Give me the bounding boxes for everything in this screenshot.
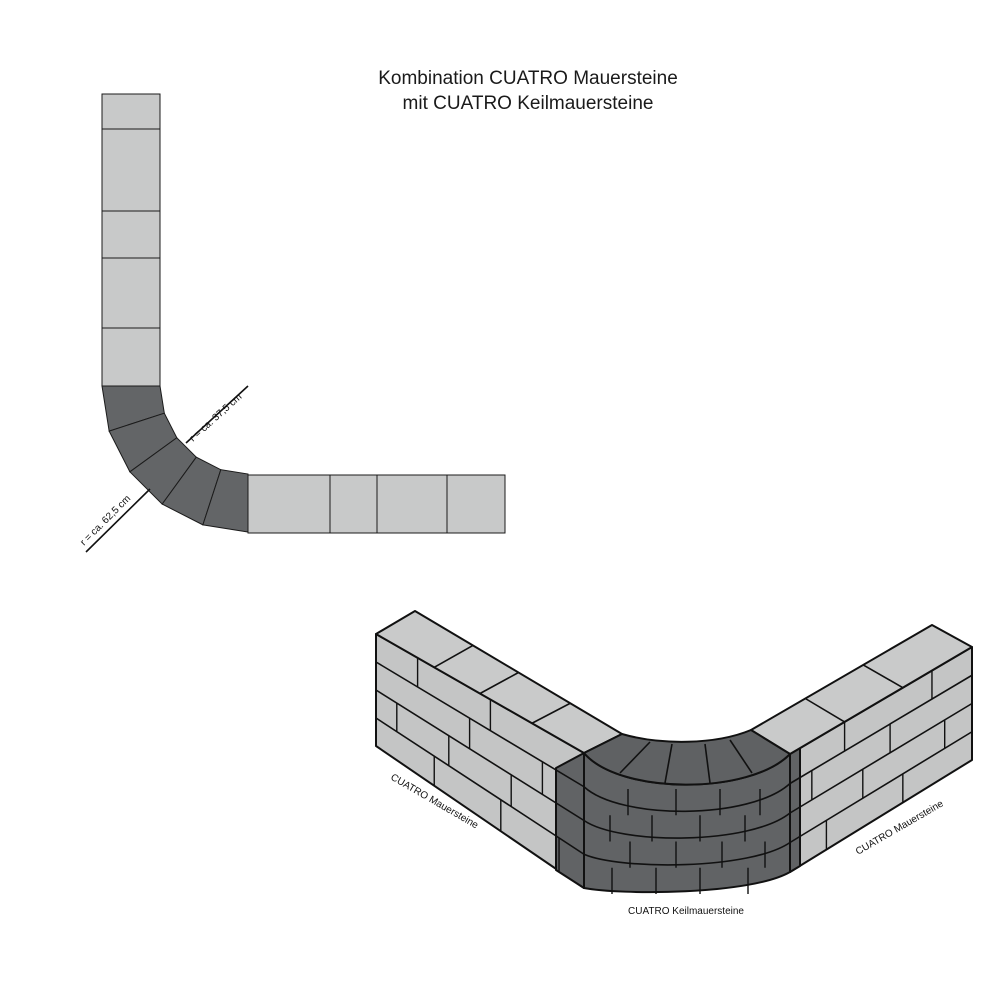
- plan-block: [101, 210, 161, 259]
- radius-inner-label: r = ca. 37,5 cm: [188, 392, 245, 445]
- left-top-joint: [433, 644, 474, 669]
- wall-curve-top: [583, 729, 791, 786]
- right-top-joint: [804, 697, 846, 723]
- curve-course-line: [583, 782, 791, 813]
- right-course-line: [789, 674, 973, 785]
- radius-outer-label: r = ca. 62,5 cm: [78, 493, 133, 548]
- plan-block: [376, 474, 448, 534]
- plan-block: [247, 474, 331, 534]
- left-top-joint: [531, 702, 571, 724]
- title-line-1: Kombination CUATRO Mauersteine: [378, 68, 678, 89]
- plan-block: [101, 128, 161, 212]
- left-course-line: [375, 661, 585, 788]
- curve-course-line: [583, 841, 791, 866]
- plan-horizontal-mauersteine: [247, 474, 506, 534]
- wall-label-center: CUATRO Keilmauersteine: [628, 906, 744, 917]
- radius-outer-line: [85, 488, 151, 553]
- curve-course-line: [583, 812, 791, 839]
- left-course-line: [375, 717, 585, 855]
- right-course-line: [789, 702, 973, 814]
- plan-block: [446, 474, 506, 534]
- wall-joints: [375, 644, 973, 894]
- curve-top-joint: [664, 743, 673, 784]
- plan-view: r = ca. 37,5 cm r = ca. 62,5 cm: [78, 93, 506, 553]
- right-course-line: [789, 731, 973, 844]
- plan-block: [101, 327, 161, 387]
- title-line-2: mit CUATRO Keilmauersteine: [403, 93, 654, 114]
- plan-vertical-mauersteine: [101, 93, 161, 387]
- right-top-joint: [862, 664, 904, 689]
- curve-top-joint: [619, 741, 651, 774]
- plan-block: [101, 93, 161, 130]
- plan-block: [101, 257, 161, 329]
- plan-block: [329, 474, 378, 534]
- left-top-joint: [479, 671, 519, 695]
- curve-top-joint: [729, 739, 753, 774]
- curve-top-joint: [704, 743, 711, 784]
- radius-inner-line: [185, 385, 249, 444]
- plan-keilmauersteine: [101, 385, 249, 533]
- plan-wedge-block: [202, 469, 249, 533]
- left-course-line: [375, 689, 585, 822]
- wall-view: CUATRO Mauersteine CUATRO Mauersteine CU…: [375, 610, 973, 917]
